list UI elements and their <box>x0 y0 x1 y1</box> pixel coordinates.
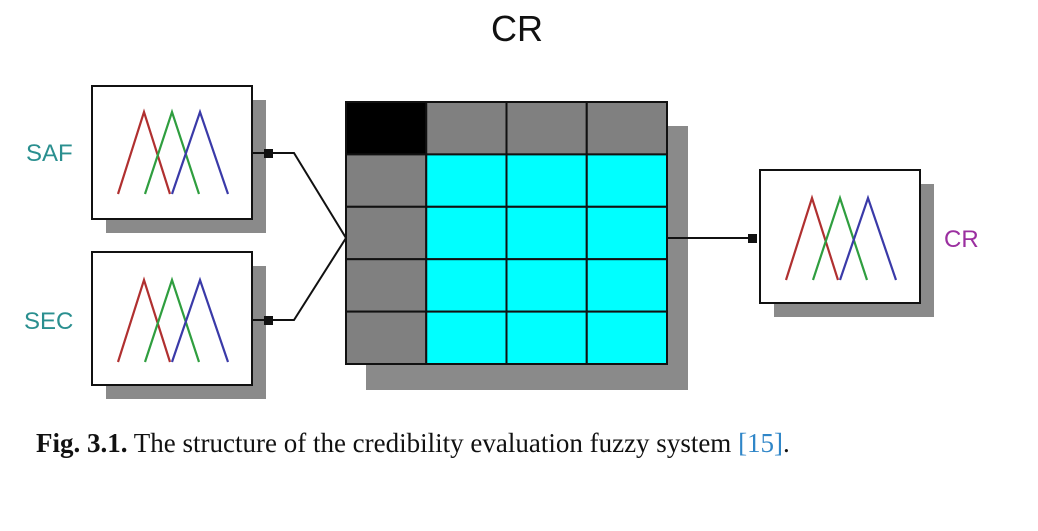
rule-table-cell <box>505 258 588 313</box>
fuzzy-system-diagram <box>91 85 934 399</box>
output-label-cr: CR <box>944 226 979 253</box>
rule-table <box>345 101 688 390</box>
rule-table-header-cell <box>345 310 428 366</box>
rule-table-cell <box>585 153 668 208</box>
output-block-cr <box>759 169 934 317</box>
connector-sec <box>252 237 347 321</box>
diagram-title: CR <box>491 8 543 49</box>
connector-saf <box>252 152 347 239</box>
rule-table-cell <box>425 310 508 366</box>
rule-table-header-cell <box>425 101 508 156</box>
caption-figure-label: Fig. 3.1. <box>36 428 128 458</box>
input-block-sec <box>91 251 266 399</box>
rule-table-header-cell <box>345 205 428 261</box>
connector-sec-port <box>264 316 273 325</box>
input-block-sec-box <box>91 251 253 386</box>
rule-table-corner-cell <box>345 101 428 156</box>
input-label-saf: SAF <box>26 140 73 167</box>
rule-table-cell <box>505 205 588 261</box>
rule-table-header-cell <box>345 258 428 313</box>
connector-output-port <box>748 234 757 243</box>
rule-table-cell <box>505 153 588 208</box>
input-connectors <box>252 152 347 321</box>
rule-table-cell <box>585 205 668 261</box>
rule-table-cell <box>585 310 668 366</box>
caption-citation-link[interactable]: [15] <box>738 428 784 458</box>
input-block-saf-box <box>91 85 253 220</box>
caption-text: The structure of the credibility evaluat… <box>127 428 739 458</box>
figure-caption: Fig. 3.1. The structure of the credibili… <box>36 428 1026 459</box>
membership-functions-icon <box>116 108 230 195</box>
rule-table-cell <box>585 258 668 313</box>
rule-table-cell <box>505 310 588 366</box>
fuzzy-system-figure: CR <box>24 8 979 399</box>
caption-end: . <box>783 428 790 458</box>
membership-functions-icon <box>784 194 898 281</box>
input-block-saf <box>91 85 266 233</box>
rule-table-header-cell <box>505 101 588 156</box>
rule-table-cell <box>425 258 508 313</box>
rule-table-cell <box>425 205 508 261</box>
membership-functions-icon <box>116 276 230 363</box>
output-block-cr-box <box>759 169 921 304</box>
rule-table-cell <box>425 153 508 208</box>
connector-saf-port <box>264 149 273 158</box>
rule-table-header-cell <box>345 153 428 208</box>
input-label-sec: SEC <box>24 308 74 335</box>
rule-table-header-cell <box>585 101 668 156</box>
